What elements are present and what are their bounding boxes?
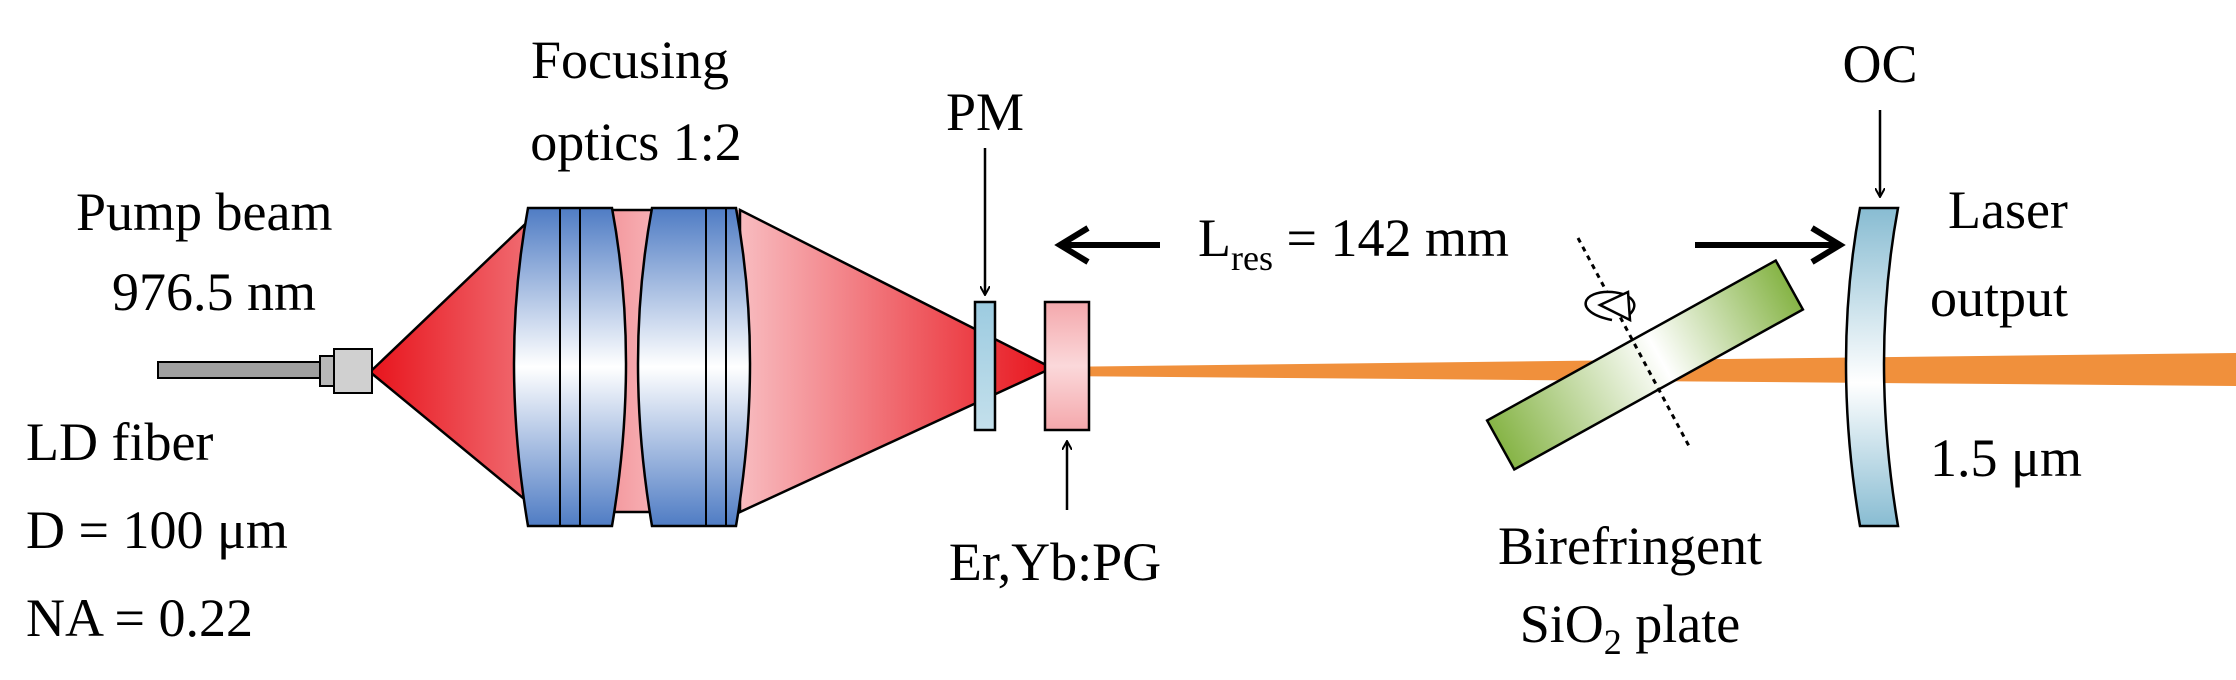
fiber-na-label: NA = 0.22 — [26, 588, 253, 648]
ld-fiber — [157, 348, 373, 394]
rotation-arrow-icon — [1584, 290, 1636, 323]
output-wavelength-label: 1.5 μm — [1930, 428, 2082, 488]
focusing-label-line1: Focusing — [531, 30, 729, 90]
pm-label: PM — [946, 82, 1024, 142]
focusing-lens-2 — [636, 206, 752, 528]
pump-label-line1: Pump beam — [76, 182, 332, 242]
laser-output-label-line2: output — [1930, 268, 2068, 328]
pump-mirror — [973, 300, 997, 432]
focusing-label-line2: optics 1:2 — [530, 112, 742, 172]
resonator-arrow-left — [1054, 225, 1160, 265]
focusing-lens-1 — [512, 206, 628, 528]
oc-label: OC — [1842, 34, 1917, 94]
ld-fiber-label: LD fiber — [26, 412, 213, 472]
resonator-length-label: Lres = 142 mm — [1198, 208, 1509, 278]
birefringent-label-line1: Birefringent — [1498, 516, 1762, 576]
pump-cone-focusing — [738, 207, 1055, 514]
fiber-diameter-label: D = 100 μm — [26, 500, 288, 560]
pump-label-line2: 976.5 nm — [112, 262, 316, 322]
laser-output-label-line1: Laser — [1948, 180, 2068, 240]
birefringent-label-line2: SiO2 plate — [1520, 594, 1741, 662]
output-coupler — [1844, 206, 1900, 528]
er-yb-pg-crystal — [1043, 300, 1091, 432]
crystal-label: Er,Yb:PG — [949, 532, 1161, 592]
resonator-arrow-right — [1695, 225, 1846, 265]
